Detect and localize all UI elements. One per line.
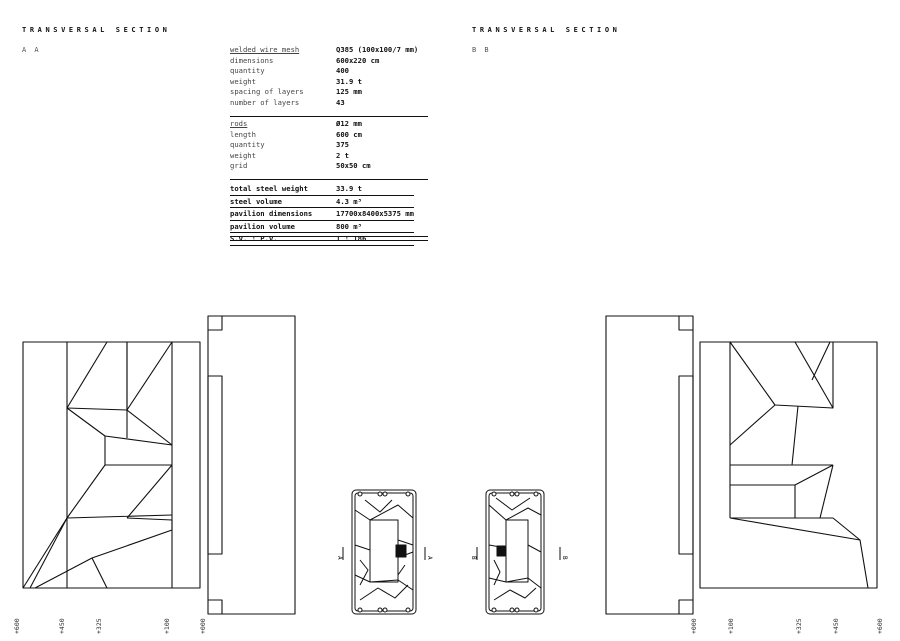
section-a-elevation (22, 341, 201, 589)
spec-key: welded wire mesh (230, 45, 300, 54)
level-tick: +450 (832, 618, 840, 634)
spec-value: 17700x8400x5375 mm (336, 207, 414, 221)
section-b-side-wall (605, 315, 694, 615)
spec-value: 4.3 m³ (336, 195, 414, 208)
section-a-side-wall (207, 315, 296, 615)
level-tick: +100 (727, 618, 735, 634)
spec-key: spacing of layers (230, 87, 304, 96)
spec-value: 125 mm (336, 87, 362, 96)
spec-key: total steel weight (230, 183, 336, 196)
spec-key: weight (230, 150, 256, 160)
marker-b-right: B (561, 556, 568, 560)
section-b-elevation (699, 341, 878, 589)
mesh-spec-row: quantity 400 (230, 66, 418, 77)
level-tick: +325 (95, 618, 103, 634)
spec-value: 800 m³ (336, 220, 414, 233)
spec-key: quantity (230, 66, 265, 75)
spec-key: number of layers (230, 97, 300, 107)
spec-value: 600x220 cm (336, 55, 380, 65)
mesh-spec-row: dimensions 600x220 cm (230, 56, 418, 67)
plan-a (351, 489, 417, 615)
spec-key: rods (230, 119, 248, 128)
marker-a-left: A (336, 556, 343, 560)
spec-value: 600 cm (336, 129, 362, 139)
spec-key: weight (230, 76, 256, 86)
spec-value: 400 (336, 66, 349, 75)
spec-value: Ø12 mm (336, 119, 362, 128)
spec-key: grid (230, 161, 248, 170)
section-b-title: TRANSVERSAL SECTION (472, 26, 621, 34)
level-tick: +600 (876, 618, 884, 634)
spec-value: 33.9 t (336, 183, 414, 196)
section-a-label: A A (22, 46, 41, 54)
mesh-spec-row: number of layers 43 (230, 98, 418, 109)
mesh-spec-row: welded wire mesh Q385 (100x100/7 mm) (230, 45, 418, 56)
rods-spec-row: weight 2 t (230, 151, 371, 162)
rods-spec-row: quantity 375 (230, 140, 371, 151)
rods-spec-row: rods Ø12 mm (230, 119, 371, 130)
spec-value: 43 (336, 97, 345, 107)
spec-key: pavilion dimensions (230, 207, 336, 221)
section-b-label: B B (472, 46, 491, 54)
section-a-title: TRANSVERSAL SECTION (22, 26, 171, 34)
level-tick: +600 (13, 618, 21, 634)
spec-key: pavilion volume (230, 220, 336, 233)
table-divider (230, 179, 428, 180)
section-markers (342, 547, 561, 560)
level-tick: +325 (795, 618, 803, 634)
level-tick: +450 (58, 618, 66, 634)
table-double-rule (230, 236, 428, 241)
spec-key: S.v. : P.v. (230, 232, 336, 246)
spec-value: 1 : 186 (336, 232, 414, 246)
marker-a-right: A (426, 556, 433, 560)
plan-b (485, 489, 545, 615)
level-tick: +000 (199, 618, 207, 634)
table-divider (230, 116, 428, 117)
spec-value: 2 t (336, 150, 349, 160)
spec-key: steel volume (230, 195, 336, 208)
totals-row: S.v. : P.v.1 : 186 (230, 232, 414, 246)
level-tick: +100 (163, 618, 171, 634)
spec-key: quantity (230, 140, 265, 149)
level-tick: +000 (690, 618, 698, 634)
spec-value: 375 (336, 140, 349, 149)
spec-key: dimensions (230, 55, 274, 65)
rods-spec-table: rods Ø12 mm length 600 cm quantity 375 weight 2… (230, 119, 371, 172)
marker-b-left: B (470, 556, 477, 560)
spec-value: Q385 (100x100/7 mm) (336, 45, 419, 54)
mesh-spec-row: weight 31.9 t (230, 77, 418, 88)
spec-key: length (230, 129, 256, 139)
rods-spec-row: grid 50x50 cm (230, 161, 371, 172)
spec-value: 31.9 t (336, 76, 362, 86)
mesh-spec-row: spacing of layers 125 mm (230, 87, 418, 98)
rods-spec-row: length 600 cm (230, 130, 371, 141)
mesh-spec-table: welded wire mesh Q385 (100x100/7 mm) dimen… (230, 45, 418, 108)
spec-value: 50x50 cm (336, 161, 371, 170)
